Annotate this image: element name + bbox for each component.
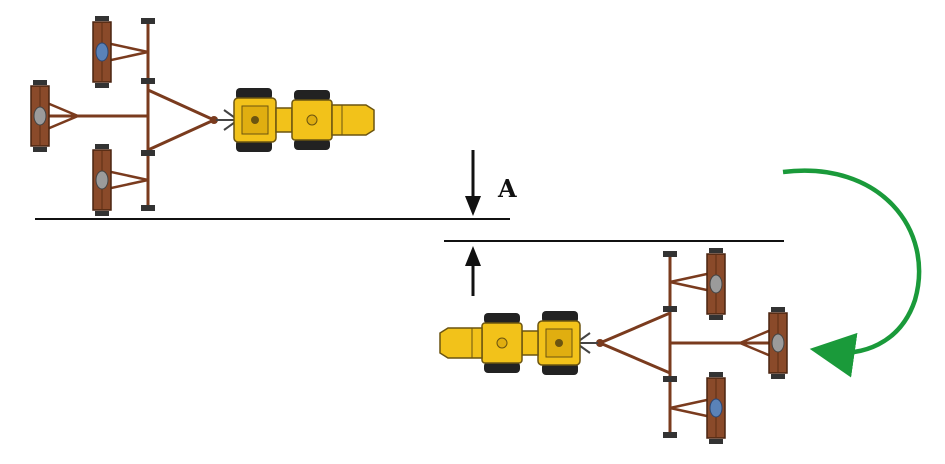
disk-harrow-icon [30,79,50,153]
disk-harrow-icon [92,143,112,217]
tractor-icon [215,87,375,153]
tractor-icon [439,310,599,376]
disk-harrow-icon [706,247,726,321]
gap-arrow-icon [465,150,481,296]
lower-rig [439,247,788,445]
turn-arrow-icon [782,168,922,378]
disk-harrow-icon [768,306,788,380]
gap-label: A [497,174,517,203]
disk-harrow-icon [92,15,112,89]
upper-rig [30,15,375,217]
disk-harrow-icon [706,371,726,445]
